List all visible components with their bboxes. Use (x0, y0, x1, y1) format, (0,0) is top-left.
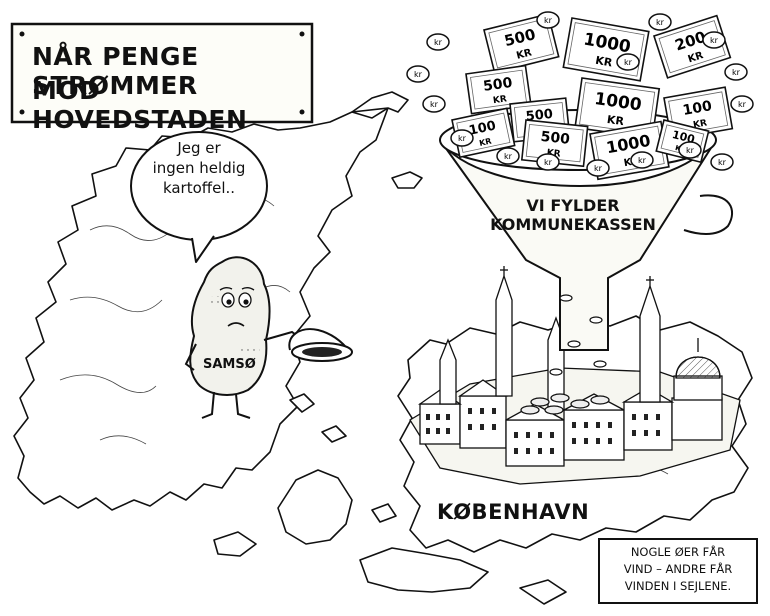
island-3 (213, 531, 257, 557)
copenhagen-city (409, 266, 741, 485)
coin: kr (406, 65, 430, 83)
banknotes-pile: 500KR1000KR200KR500KR1000KR500KR100KR500… (451, 13, 734, 181)
potato-body (189, 256, 271, 396)
speech-bubble-shape (130, 131, 268, 263)
coin-label: kr (638, 156, 647, 165)
funnel-label-line-1: VI FYLDER (526, 196, 620, 215)
banknote-value: 100 (682, 98, 714, 119)
banknote-unit: KR (594, 54, 614, 70)
coin-label: kr (656, 18, 665, 27)
falling-coins (549, 294, 607, 376)
coin-label: kr (458, 134, 467, 143)
coin-label: kr (504, 152, 513, 161)
coin: kr (630, 151, 654, 169)
banknote-unit: KR (492, 94, 507, 106)
coin-label: kr (594, 164, 603, 173)
title-line-2: MOD HOVEDSTADEN (32, 76, 248, 134)
caption-line-3: VINDEN I SEJLENE. (624, 579, 732, 593)
coin: kr (536, 11, 560, 29)
coin: kr (450, 129, 474, 147)
coin-label: kr (718, 158, 727, 167)
coin-label: kr (624, 58, 633, 67)
title-line-1: NÅR PENGE STRØMMER (32, 42, 199, 100)
title-sign: NÅR PENGE STRØMMER MOD HOVEDSTADEN (10, 22, 314, 134)
funnel-handle (683, 194, 733, 235)
banknote-unit: KR (478, 137, 492, 148)
coin-label: kr (710, 36, 719, 45)
caption-line-2: VIND – ANDRE FÅR (623, 562, 733, 576)
island-4 (519, 579, 567, 605)
funnel-cone (439, 139, 717, 351)
coin: kr (616, 53, 640, 71)
samso-label: SAMSØ (203, 357, 256, 372)
coin: kr (536, 153, 560, 171)
coin-label: kr (414, 70, 423, 79)
coin-label: kr (732, 68, 741, 77)
marble-church-dome (673, 338, 723, 401)
coin-label: kr (434, 38, 443, 47)
speech-line-3: kartoffel.. (162, 179, 236, 197)
coin-label: kr (738, 100, 747, 109)
coin: kr (586, 159, 610, 177)
caption-box: NOGLE ØER FÅR VIND – ANDRE FÅR VINDEN I … (598, 538, 758, 604)
banknote-unit: KR (606, 113, 625, 128)
coin: kr (426, 33, 450, 51)
funen-outline (277, 469, 353, 545)
coins-flying: kr kr kr kr kr kr kr kr kr kr kr kr kr kr kr kr (406, 11, 754, 177)
coin-label: kr (686, 146, 695, 155)
funnel-label: VI FYLDER KOMMUNEKASSEN (488, 196, 658, 234)
banknote-value: 500 (482, 75, 513, 95)
coin: kr (730, 95, 754, 113)
banknote-value: 100 (468, 118, 498, 138)
kobenhavn-label: KØBENHAVN (437, 500, 590, 524)
samso-potato-character (184, 256, 353, 419)
banknote-unit: KR (546, 148, 561, 159)
banknote-unit: KR (687, 50, 705, 65)
coin-label: kr (544, 16, 553, 25)
island-1 (289, 393, 315, 413)
lolland-outline (359, 547, 489, 593)
coin: kr (702, 31, 726, 49)
title-sign-frame (10, 22, 314, 124)
spire-left (495, 273, 513, 397)
island-laeso (391, 171, 423, 189)
caption-line-1: NOGLE ØER FÅR (630, 545, 726, 559)
island-2 (321, 425, 347, 443)
coin: kr (724, 63, 748, 81)
begging-hat (288, 328, 353, 362)
coin: kr (496, 147, 520, 165)
coin-label: kr (544, 158, 553, 167)
speech-line-2: ingen heldig (152, 159, 246, 177)
speech-bubble: Jeg er ingen heldig kartoffel.. (138, 138, 260, 234)
coin: kr (422, 95, 446, 113)
sad-mouth (227, 322, 245, 327)
funnel-label-line-2: KOMMUNEKASSEN (490, 215, 656, 234)
spire-right (639, 283, 661, 403)
banknote-value: 500 (540, 129, 571, 148)
speech-line-1: Jeg er (177, 139, 221, 157)
banknote-unit: KR (515, 47, 533, 61)
northern-tip (351, 91, 409, 113)
coin: kr (648, 13, 672, 31)
coin: kr (678, 141, 702, 159)
island-5 (371, 503, 397, 523)
coin-label: kr (430, 100, 439, 109)
coin: kr (710, 153, 734, 171)
